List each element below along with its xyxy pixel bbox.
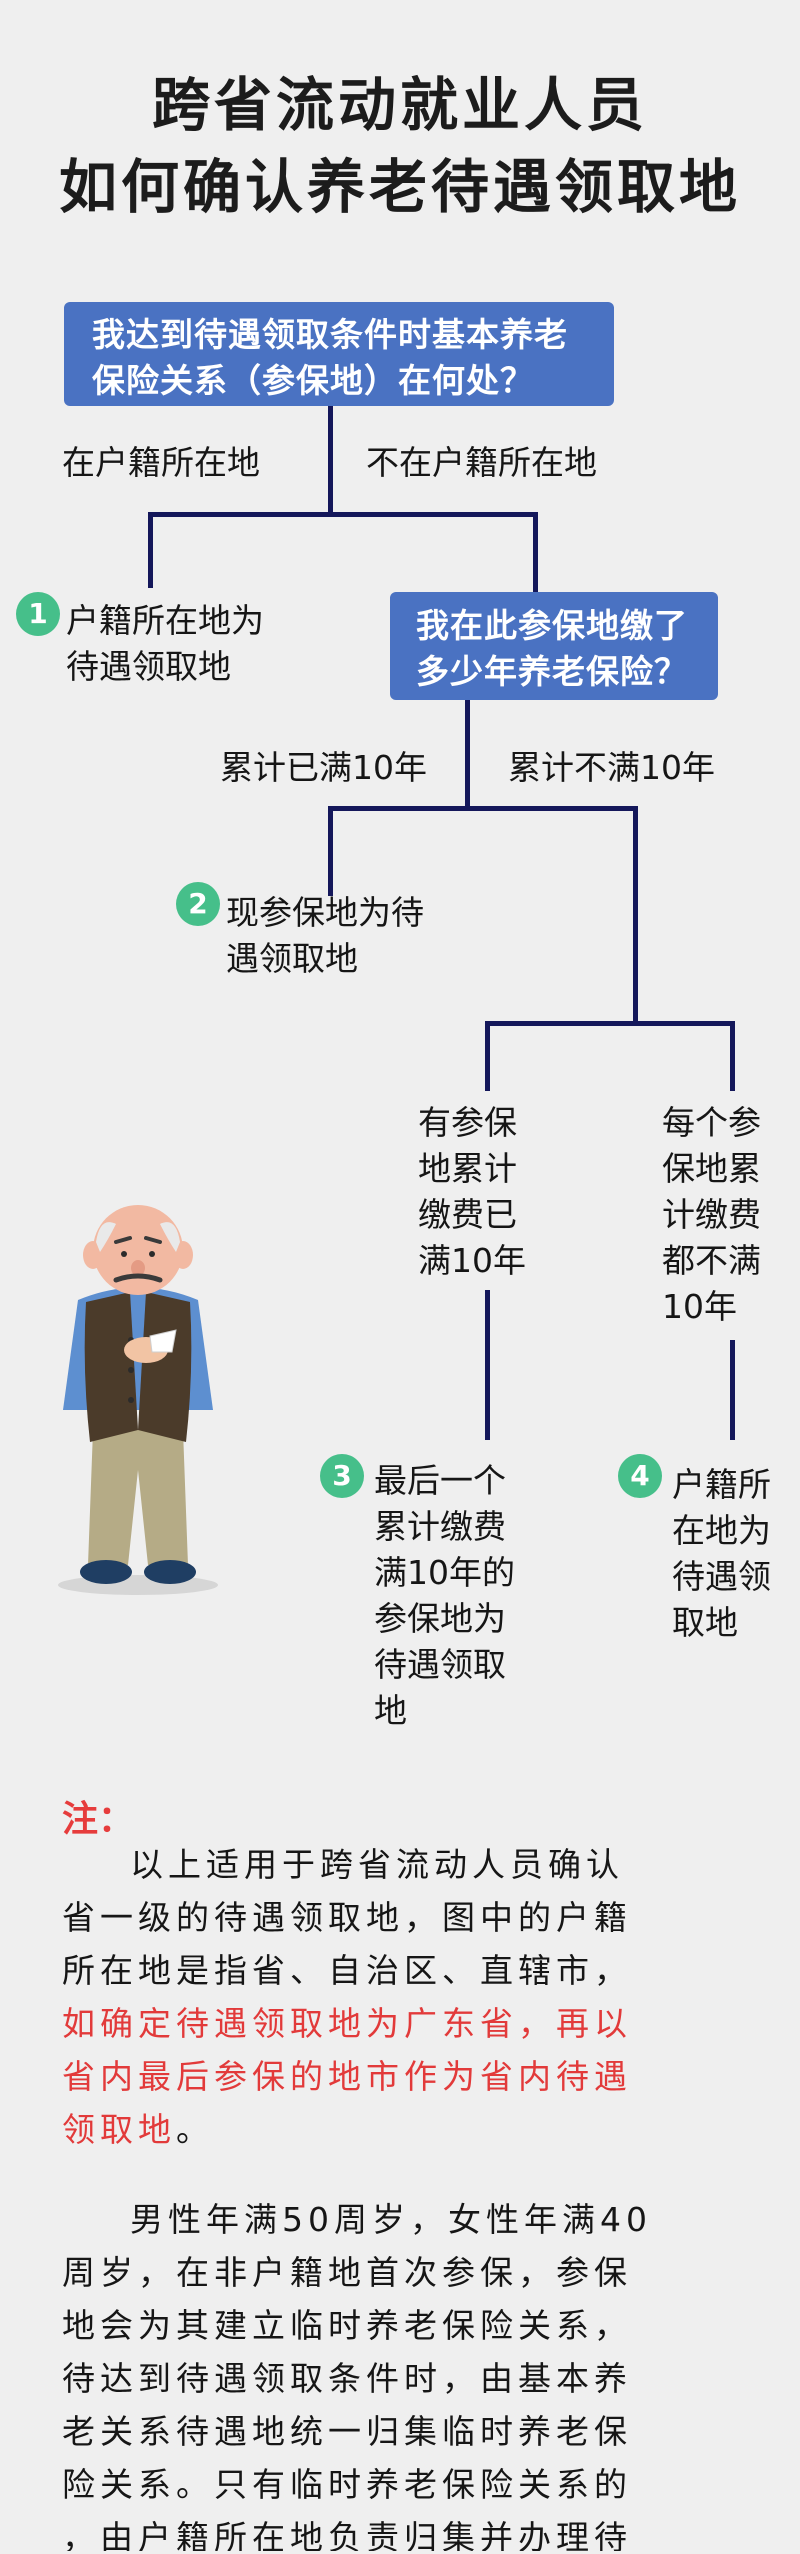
branch-label-under-10-years: 累计不满10年 [508, 748, 715, 787]
connector [633, 806, 638, 1026]
result-2-line-1: 现参保地为待 [226, 893, 424, 932]
condition-4-line: 都不满 [662, 1241, 761, 1280]
condition-any-site-10-years: 有参保 地累计 缴费已 满10年 [418, 1100, 526, 1284]
result-3-line: 地 [374, 1691, 407, 1730]
note-paragraph-1-last-line: 领取地。 [62, 2103, 742, 2156]
result-1-text: 户籍所在地为 待遇领取地 [66, 598, 264, 690]
note-heading: 注： [62, 1799, 135, 1840]
note-paragraph-2-line: 险关系。只有临时养老保险关系的 [62, 2465, 632, 2504]
question-2-line-1: 我在此参保地缴了 [416, 606, 688, 645]
connector [730, 1340, 735, 1440]
result-4-line: 待遇领 [672, 1557, 771, 1596]
result-1-line-2: 待遇领取地 [66, 647, 231, 686]
connector [148, 512, 538, 517]
step-badge-4: 4 [618, 1454, 662, 1498]
condition-3-line: 满10年 [418, 1241, 526, 1280]
page-title-line-2: 如何确认养老待遇领取地 [58, 153, 741, 221]
note-highlight-line: 如确定待遇领取地为广东省，再以 [62, 2004, 632, 2043]
connector [485, 1021, 735, 1026]
result-4-line: 取地 [672, 1603, 738, 1642]
connector [328, 806, 638, 811]
note-paragraph-2-line: 地会为其建立临时养老保险关系， [62, 2306, 632, 2345]
branch-label-in-household: 在户籍所在地 [62, 443, 260, 482]
condition-4-line: 每个参 [662, 1103, 761, 1142]
condition-4-line: 10年 [662, 1287, 737, 1326]
condition-4-line: 计缴费 [662, 1195, 761, 1234]
note-paragraph-1-line: 以上适用于跨省流动人员确认 [130, 1845, 624, 1884]
connector [730, 1021, 735, 1091]
result-2-text: 现参保地为待 遇领取地 [226, 890, 424, 982]
note-period: 。 [176, 2110, 214, 2149]
note-paragraph-1-line: 所在地是指省、自治区、直辖市， [62, 1951, 632, 1990]
condition-4-line: 保地累 [662, 1149, 761, 1188]
result-3-line: 满10年的 [374, 1553, 515, 1592]
note-paragraph-2-line: 男性年满50周岁，女性年满40 [130, 2200, 652, 2239]
result-4-text: 户籍所 在地为 待遇领 取地 [672, 1462, 771, 1646]
step-badge-3: 3 [320, 1454, 364, 1498]
result-2-line-2: 遇领取地 [226, 939, 358, 978]
condition-no-site-10-years: 每个参 保地累 计缴费 都不满 10年 [662, 1100, 761, 1330]
condition-3-line: 缴费已 [418, 1195, 517, 1234]
question-1-line-2: 保险关系（参保地）在何处？ [92, 361, 534, 400]
result-4-line: 户籍所 [672, 1465, 771, 1504]
connector [148, 512, 153, 588]
step-badge-1: 1 [16, 592, 60, 636]
note-paragraph-1-line: 省一级的待遇领取地，图中的户籍 [62, 1898, 632, 1937]
elderly-man-icon [58, 1205, 218, 1595]
connector [533, 512, 538, 592]
connector [328, 806, 333, 896]
question-1-line-1: 我达到待遇领取条件时基本养老 [92, 315, 568, 354]
condition-3-line: 有参保 [418, 1103, 517, 1142]
note-paragraph-2-line: 待达到待遇领取条件时，由基本养 [62, 2359, 632, 2398]
result-1-line-1: 户籍所在地为 [66, 601, 264, 640]
elderly-man-illustration [38, 1180, 238, 1600]
note-highlight-line: 省内最后参保的地市作为省内待遇 [62, 2057, 632, 2096]
result-3-text: 最后一个 累计缴费 满10年的 参保地为 待遇领取 地 [374, 1458, 515, 1734]
branch-label-not-in-household: 不在户籍所在地 [366, 443, 597, 482]
step-badge-2: 2 [176, 882, 220, 926]
result-3-line: 累计缴费 [374, 1507, 506, 1546]
connector [465, 700, 470, 810]
result-4-line: 在地为 [672, 1511, 771, 1550]
branch-label-full-10-years: 累计已满10年 [220, 748, 427, 787]
note-paragraph-2-line: 老关系待遇地统一归集临时养老保 [62, 2412, 632, 2451]
page-title-line-1: 跨省流动就业人员 [151, 71, 648, 139]
note-highlight-tail: 领取地 [62, 2110, 176, 2149]
result-3-line: 待遇领取 [374, 1645, 506, 1684]
note-paragraph-2-line: 周岁，在非户籍地首次参保，参保 [62, 2253, 632, 2292]
condition-3-line: 地累计 [418, 1149, 517, 1188]
question-box-insurance-location: 我达到待遇领取条件时基本养老 保险关系（参保地）在何处？ [64, 302, 614, 406]
connector [485, 1021, 490, 1091]
result-3-line: 参保地为 [374, 1599, 506, 1638]
result-3-line: 最后一个 [374, 1461, 506, 1500]
note-paragraph-2-line: ，由户籍所在地负责归集并办理待 [62, 2518, 632, 2551]
connector [328, 406, 333, 516]
question-2-line-2: 多少年养老保险？ [416, 652, 688, 691]
question-box-years-paid: 我在此参保地缴了 多少年养老保险？ [390, 592, 718, 700]
connector [485, 1290, 490, 1440]
